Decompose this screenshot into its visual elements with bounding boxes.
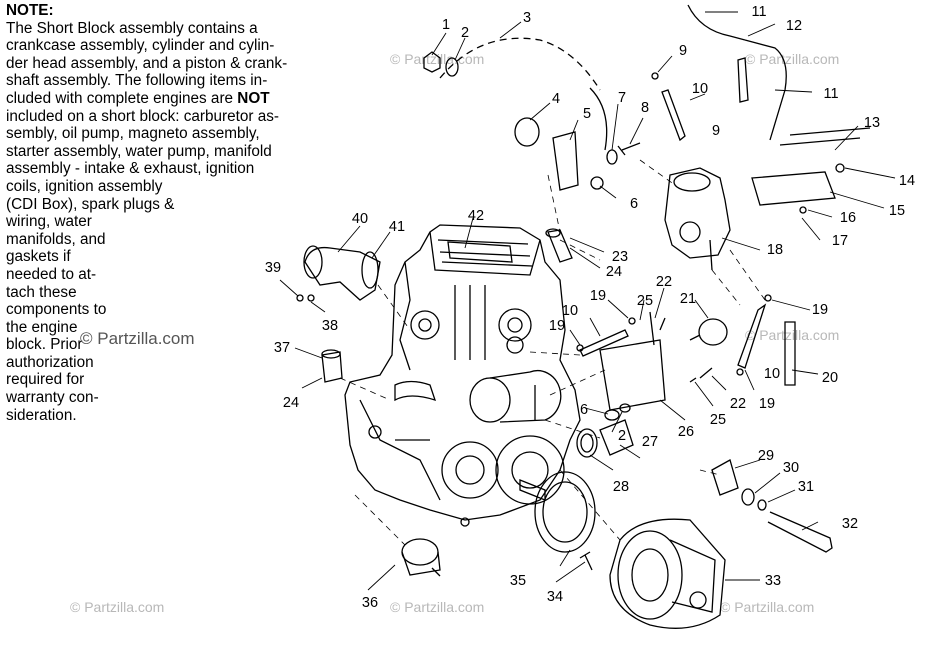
callout-c39: 39 — [265, 260, 281, 276]
note-line: starter assembly, water pump, manifold — [6, 142, 272, 160]
callout-c19c: 19 — [549, 318, 565, 334]
callout-c18: 18 — [767, 242, 783, 258]
callout-c38: 38 — [322, 318, 338, 334]
note-line: sideration. — [6, 406, 77, 424]
note-line: components to — [6, 301, 107, 319]
alignment-lines — [339, 159, 766, 546]
callout-c22b: 22 — [730, 396, 746, 412]
callout-c11a: 11 — [751, 4, 766, 20]
callout-c41: 41 — [389, 219, 405, 235]
callout-c24a: 24 — [606, 264, 622, 280]
callout-c7: 7 — [618, 90, 626, 106]
callout-c8: 8 — [641, 100, 649, 116]
leader-lines — [279, 11, 896, 591]
note-line: needed to at- — [6, 265, 97, 283]
callout-c3: 3 — [523, 10, 531, 26]
callout-c19a: 19 — [812, 302, 828, 318]
note-line: (CDI Box), spark plugs & — [6, 195, 175, 213]
callout-c1: 1 — [442, 17, 450, 33]
callout-c31: 31 — [798, 479, 814, 495]
callout-c12: 12 — [786, 18, 802, 34]
note-line: The Short Block assembly contains a — [6, 19, 258, 37]
callout-c36: 36 — [362, 595, 378, 611]
watermark-center: © Partzilla.com — [80, 329, 195, 348]
callout-c23: 23 — [612, 249, 628, 265]
callout-c22a: 22 — [656, 274, 672, 290]
note-line: warranty con- — [6, 389, 99, 407]
callout-c4: 4 — [552, 91, 560, 107]
callout-c25b: 25 — [710, 412, 726, 428]
callout-c19b: 19 — [590, 288, 606, 304]
watermark: © Partzilla.com — [390, 599, 484, 615]
note-line: wiring, water — [6, 213, 92, 231]
callout-c27: 27 — [642, 434, 658, 450]
callout-c10b: 10 — [562, 303, 578, 319]
note-line: authorization — [6, 353, 94, 371]
callout-c34: 34 — [547, 589, 563, 605]
callout-c5: 5 — [583, 106, 591, 122]
note-line: shaft assembly. The following items in- — [6, 72, 268, 90]
short-block-note: NOTE: The Short Block assembly contains … — [6, 2, 366, 424]
note-line: gaskets if — [6, 248, 71, 266]
callout-c9a: 9 — [679, 43, 687, 59]
note-line: sembly, oil pump, magneto assembly, — [6, 125, 260, 143]
callout-c19d: 19 — [759, 396, 775, 412]
callout-c10c: 10 — [764, 366, 780, 382]
callout-c32: 32 — [842, 516, 858, 532]
note-line: der head assembly, and a piston & crank- — [6, 54, 288, 72]
note-heading: NOTE: — [6, 2, 54, 19]
callout-c20: 20 — [822, 370, 838, 386]
callout-c29: 29 — [758, 448, 774, 464]
callout-c40: 40 — [352, 211, 368, 227]
watermark: © Partzilla.com — [745, 327, 839, 343]
callout-c14: 14 — [899, 173, 915, 189]
callout-c9b: 9 — [712, 123, 720, 139]
callout-c10a: 10 — [692, 81, 708, 97]
callout-c33: 33 — [765, 573, 781, 589]
note-line: cluded with complete engines are NOT — [6, 89, 270, 107]
callout-c2b: 2 — [618, 428, 626, 444]
component-drawings — [296, 4, 871, 629]
engine-block-drawing — [344, 224, 581, 527]
callout-c13: 13 — [864, 115, 880, 131]
callout-c26: 26 — [678, 424, 694, 440]
note-line: the engine — [6, 318, 78, 336]
callout-c28: 28 — [613, 479, 629, 495]
watermark: © Partzilla.com — [720, 599, 814, 615]
note-line: block. Prior — [6, 336, 83, 354]
watermark: © Partzilla.com — [390, 51, 484, 67]
callout-c37: 37 — [274, 340, 290, 356]
watermark: © Partzilla.com — [70, 599, 164, 615]
callout-c30: 30 — [783, 460, 799, 476]
callout-c2: 2 — [461, 25, 469, 41]
callout-c25a: 25 — [637, 293, 653, 309]
note-line: included on a short block: carburetor as… — [6, 107, 279, 125]
callout-c16: 16 — [840, 210, 856, 226]
note-line: coils, ignition assembly — [6, 177, 163, 195]
watermark: © Partzilla.com — [745, 51, 839, 67]
callout-c42: 42 — [468, 208, 484, 224]
note-line: manifolds, and — [6, 230, 106, 248]
callout-c6b: 6 — [580, 402, 588, 418]
callout-c24b: 24 — [283, 395, 299, 411]
note-line: required for — [6, 371, 85, 389]
callout-c21: 21 — [680, 291, 696, 307]
callout-c17: 17 — [832, 233, 848, 249]
note-line: crankcase assembly, cylinder and cylin- — [6, 37, 275, 55]
callout-c15: 15 — [889, 203, 905, 219]
callout-c11b: 11 — [823, 86, 838, 102]
note-line: assembly - intake & exhaust, ignition — [6, 160, 255, 178]
note-line: tach these — [6, 283, 77, 301]
callout-c35: 35 — [510, 573, 526, 589]
callout-c6a: 6 — [630, 196, 638, 212]
